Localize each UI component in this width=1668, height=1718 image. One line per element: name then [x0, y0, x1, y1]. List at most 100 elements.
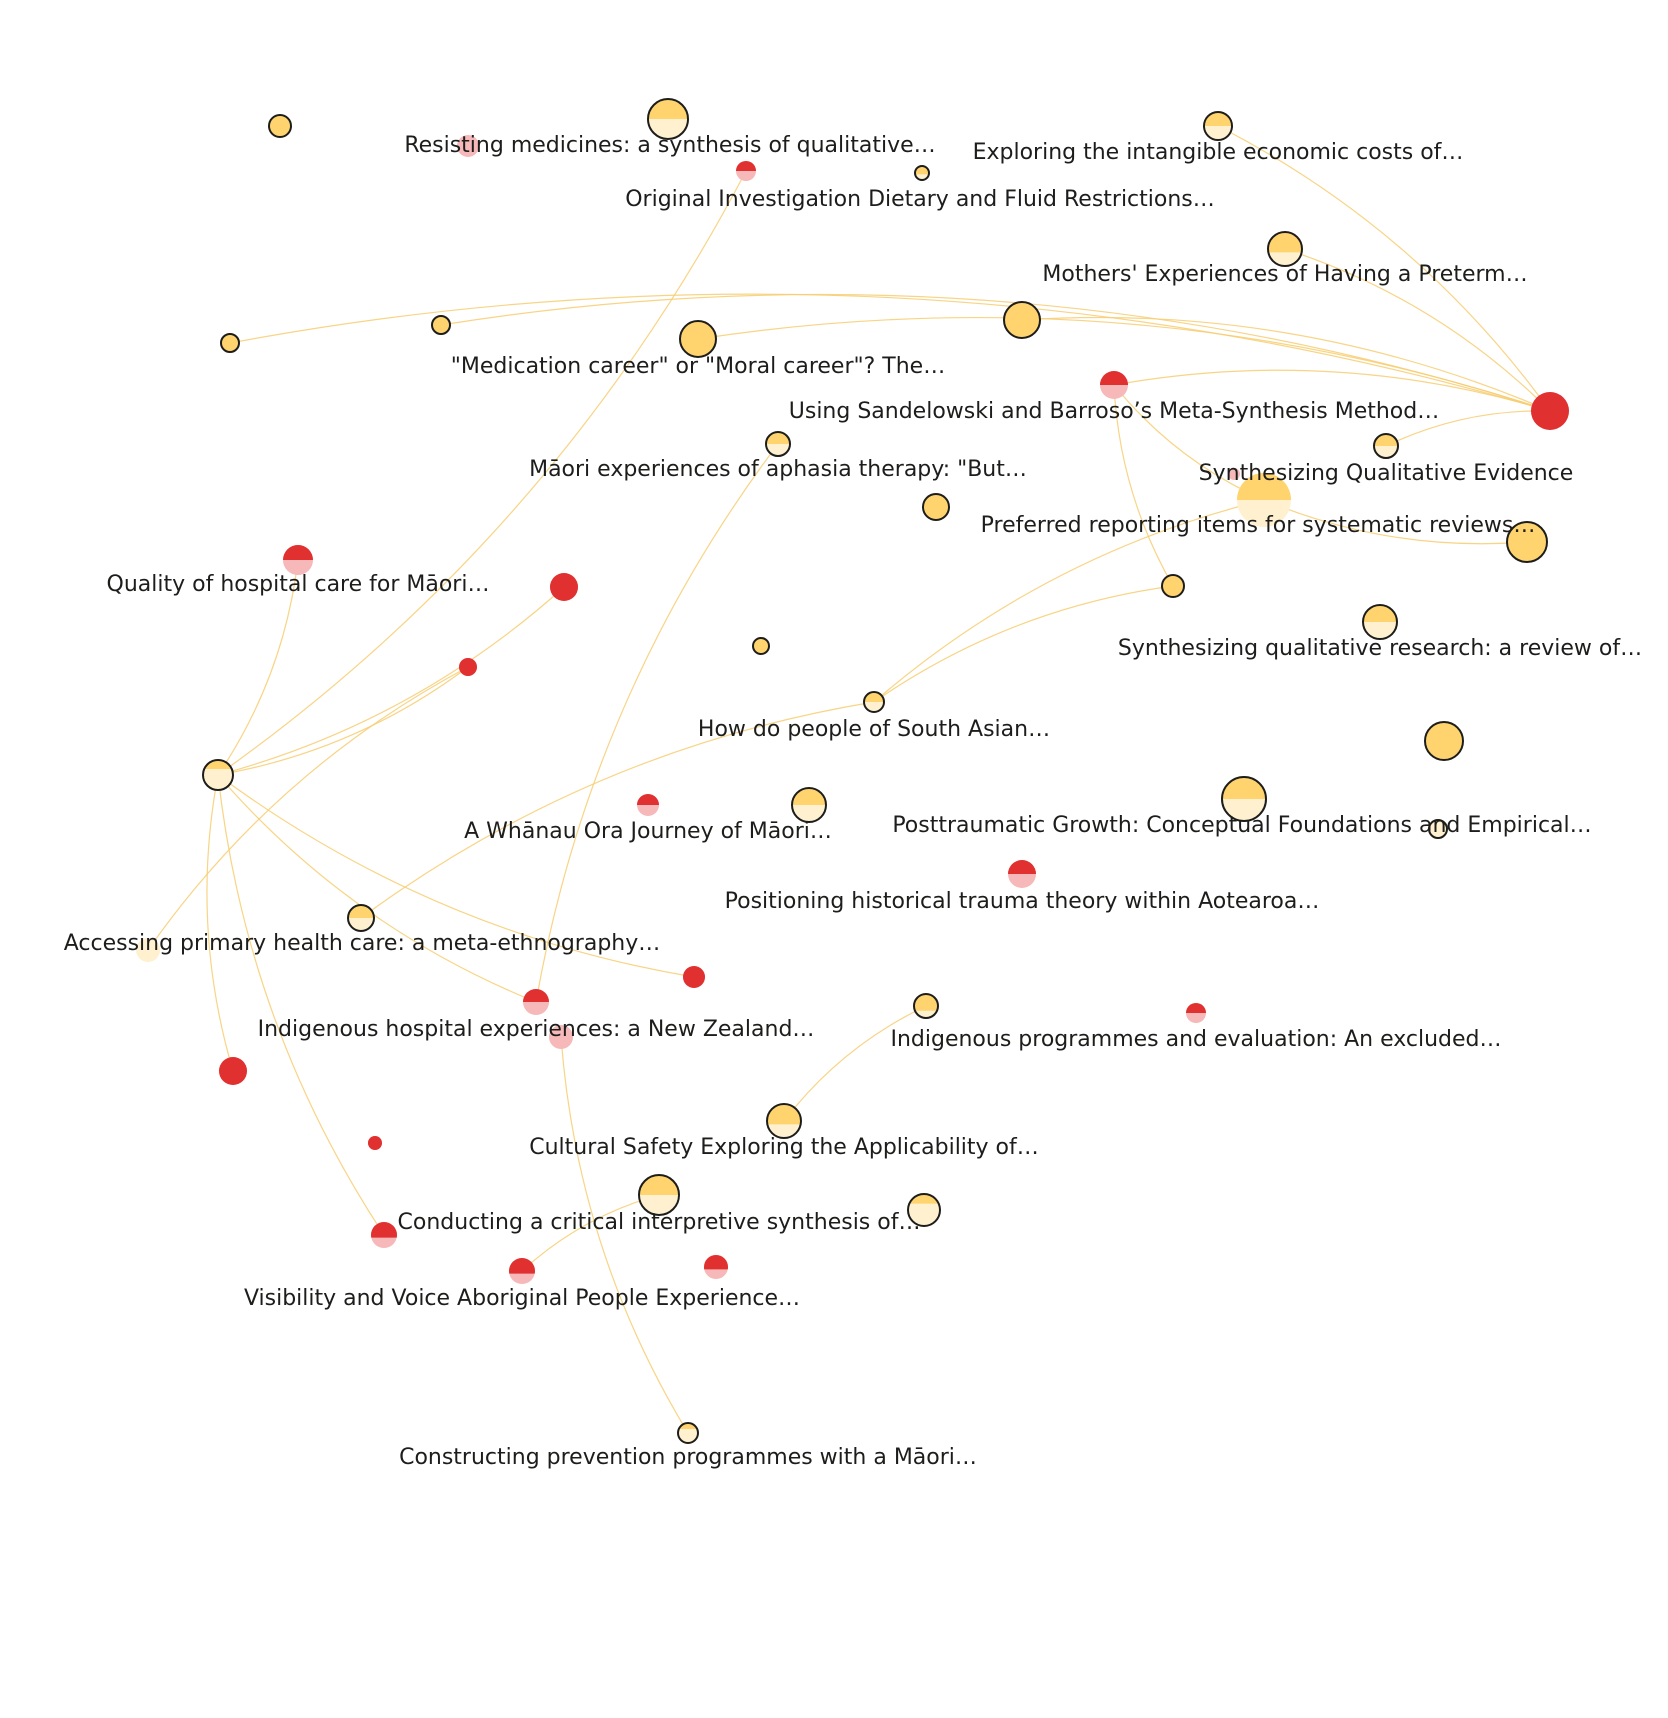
node-n29[interactable]	[637, 794, 659, 816]
edge-n38-n49	[560, 1036, 689, 1434]
node-n10-outline	[1003, 301, 1041, 339]
edge-n19-n21	[217, 586, 565, 776]
edge-n26-n34	[360, 701, 875, 919]
node-label-n14: Māori experiences of aphasia therapy: "B…	[529, 457, 1027, 482]
node-n26[interactable]	[863, 691, 885, 713]
node-n5[interactable]	[914, 165, 930, 181]
node-n24[interactable]	[459, 658, 477, 676]
node-n27[interactable]	[752, 637, 770, 655]
node-n19[interactable]	[202, 759, 234, 791]
node-n18[interactable]	[922, 493, 950, 521]
node-n37[interactable]	[523, 989, 549, 1015]
node-n39[interactable]	[913, 993, 939, 1019]
node-n40[interactable]	[1186, 1003, 1206, 1023]
node-n35[interactable]	[136, 938, 160, 962]
node-n23[interactable]	[1362, 604, 1398, 640]
node-n11[interactable]	[679, 320, 717, 358]
node-n46[interactable]	[371, 1222, 397, 1248]
edge-n39-n42	[783, 1005, 927, 1122]
node-label-n44: Conducting a critical interpretive synth…	[398, 1210, 921, 1235]
node-n8-outline	[220, 333, 240, 353]
node-n47[interactable]	[509, 1258, 535, 1284]
node-n21[interactable]	[550, 573, 578, 601]
node-n34[interactable]	[347, 904, 375, 932]
node-n4[interactable]	[736, 161, 756, 181]
node-n32[interactable]	[1428, 819, 1448, 839]
node-n1[interactable]	[268, 114, 292, 138]
edge-n24-n35	[147, 666, 469, 951]
node-n48[interactable]	[704, 1255, 728, 1279]
node-n8[interactable]	[220, 333, 240, 353]
node-label-n20: Quality of hospital care for Māori…	[107, 572, 490, 597]
node-n39-fill	[914, 994, 938, 1011]
labels-layer: Resisting medicines: a synthesis of qual…	[64, 133, 1642, 1470]
node-label-n37: Indigenous hospital experiences: a New Z…	[258, 1017, 815, 1042]
edge-n19-n20	[217, 559, 299, 776]
node-n13-fill	[1531, 392, 1569, 430]
node-n23-fill	[1363, 605, 1397, 622]
node-n2[interactable]	[457, 135, 479, 157]
node-n17[interactable]	[1237, 473, 1291, 527]
node-n38[interactable]	[549, 1025, 573, 1049]
node-n43[interactable]	[368, 1136, 382, 1150]
node-n7-fill	[1268, 232, 1302, 253]
node-n12[interactable]	[1100, 371, 1128, 399]
node-n46-fill	[371, 1222, 397, 1238]
node-n25-outline	[1506, 521, 1548, 563]
node-n3[interactable]	[647, 98, 689, 140]
node-n12-fill	[1100, 371, 1128, 385]
node-n45[interactable]	[907, 1193, 941, 1227]
node-n33[interactable]	[1008, 860, 1036, 888]
edge-n19-n36	[217, 774, 695, 978]
node-n7[interactable]	[1267, 231, 1303, 267]
node-n25-fill	[1507, 522, 1547, 562]
node-n6-outline	[1203, 111, 1233, 141]
node-n11-outline	[679, 320, 717, 358]
edge-n13-n6	[1217, 125, 1551, 412]
node-label-n33: Positioning historical trauma theory wit…	[725, 889, 1320, 914]
node-label-n2: Resisting medicines: a synthesis of qual…	[404, 133, 935, 158]
node-n42[interactable]	[766, 1103, 802, 1139]
edge-n19-n4	[217, 170, 747, 776]
node-n43-fill	[368, 1136, 382, 1150]
edge-n17-n25	[1263, 499, 1528, 545]
node-n41[interactable]	[219, 1057, 247, 1085]
node-n49[interactable]	[677, 1422, 699, 1444]
edge-n17-n26	[873, 499, 1265, 703]
node-n40-fill	[1186, 1003, 1206, 1013]
node-n10[interactable]	[1003, 301, 1041, 339]
node-n30[interactable]	[791, 787, 827, 823]
node-n14-outline	[765, 431, 791, 457]
node-n9[interactable]	[431, 315, 451, 335]
node-label-n12: Using Sandelowski and Barroso’s Meta-Syn…	[789, 399, 1439, 424]
node-n34-fill	[348, 905, 374, 918]
edge-n13-n7	[1284, 248, 1551, 412]
edges-layer	[147, 125, 1551, 1434]
node-n31[interactable]	[1221, 776, 1267, 822]
node-label-n11: "Medication career" or "Moral career"? T…	[451, 354, 945, 379]
node-n16-base	[1228, 468, 1240, 480]
node-n25[interactable]	[1506, 521, 1548, 563]
node-n39-outline	[913, 993, 939, 1019]
node-n16[interactable]	[1228, 468, 1240, 480]
node-n28-fill	[1425, 722, 1463, 760]
node-n44[interactable]	[638, 1174, 680, 1216]
node-label-n47: Visibility and Voice Aboriginal People E…	[244, 1286, 800, 1311]
node-n15[interactable]	[1373, 433, 1399, 459]
node-n13[interactable]	[1531, 392, 1569, 430]
node-n38-base	[549, 1025, 573, 1049]
node-n23-outline	[1362, 604, 1398, 640]
node-n14[interactable]	[765, 431, 791, 457]
node-n28[interactable]	[1424, 721, 1464, 761]
node-n31-outline	[1221, 776, 1267, 822]
node-n36[interactable]	[683, 966, 705, 988]
node-n20[interactable]	[283, 545, 313, 575]
node-label-n42: Cultural Safety Exploring the Applicabil…	[529, 1135, 1039, 1160]
node-n7-outline	[1267, 231, 1303, 267]
node-n22[interactable]	[1161, 574, 1185, 598]
node-n32-base	[1429, 820, 1447, 838]
node-n6[interactable]	[1203, 111, 1233, 141]
node-n26-outline	[863, 691, 885, 713]
edge-n19-n24	[217, 666, 469, 776]
